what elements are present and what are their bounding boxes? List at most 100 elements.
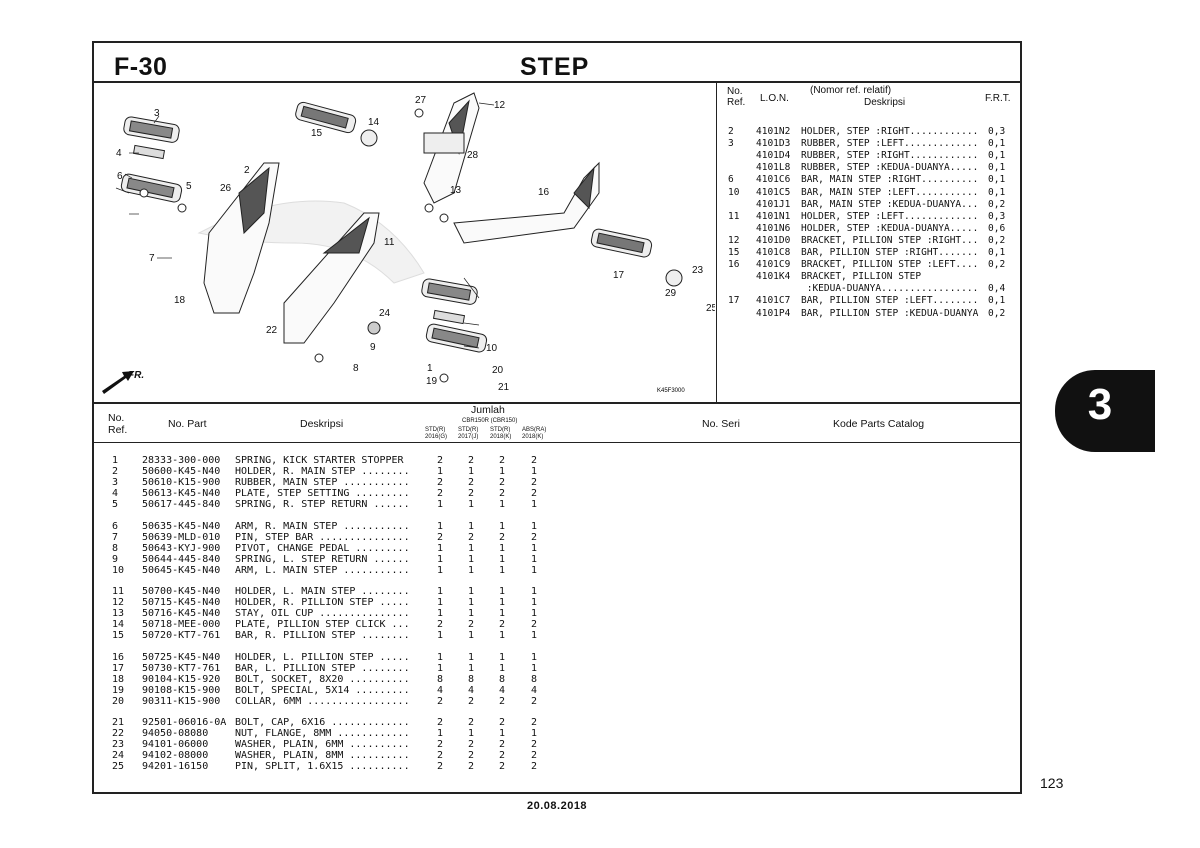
part-qty: 1 (437, 466, 444, 477)
part-qty: 1 (499, 662, 506, 674)
callout-16: 16 (538, 187, 550, 198)
lon-desc: BAR, PILLION STEP :KEDUA-DUANYA (801, 307, 979, 319)
part-qty: 2 (531, 619, 538, 630)
lon-desc: HOLDER, STEP :KEDUA-DUANYA..... (801, 222, 979, 234)
part-qty: 1 (468, 520, 475, 532)
part-qty: 2 (499, 488, 506, 499)
lon-header-lon: L.O.N. (760, 93, 789, 104)
part-qty: 1 (531, 597, 538, 608)
part-qty: 2 (531, 750, 538, 761)
callout-8: 8 (353, 363, 359, 374)
parts-header-kode: Kode Parts Catalog (833, 418, 925, 430)
callout-13: 13 (450, 185, 462, 196)
callout-23: 23 (692, 265, 704, 276)
callout-1: 1 (427, 363, 433, 374)
callout-29: 29 (665, 288, 677, 299)
callout-27: 27 (415, 95, 427, 106)
part-desc: STAY, OIL CUP ............... (235, 608, 410, 619)
lon-ref: 16 (728, 259, 740, 271)
part-qty: 2 (437, 717, 444, 728)
lon-code: 4101D3 (756, 138, 791, 150)
part-desc: WASHER, PLAIN, 8MM .......... (235, 750, 410, 761)
part-desc: PIVOT, CHANGE PEDAL ......... (235, 542, 410, 554)
lon-header-desc-top: (Nomor ref. relatif) (810, 85, 892, 96)
lon-desc: BAR, MAIN STEP :KEDUA-DUANYA... (801, 198, 979, 210)
part-ref: 19 (112, 684, 125, 696)
lon-code: 4101N2 (756, 126, 791, 137)
part-number: 50720-KT7-761 (142, 630, 221, 641)
part-ref: 14 (112, 619, 125, 630)
part-desc: SPRING, KICK STARTER STOPPER (235, 455, 404, 466)
part-qty: 1 (531, 542, 538, 554)
part-qty: 1 (531, 564, 538, 576)
parts-header-no-seri: No. Seri (702, 418, 740, 430)
lon-frt: 0,2 (988, 259, 1006, 271)
lon-code: 4101N6 (756, 222, 791, 234)
part-qty: 2 (531, 477, 538, 488)
part-qty: 2 (499, 761, 506, 772)
parts-header-col3: STD(R) 2018(K) (490, 427, 512, 440)
part-number: 50718-MEE-000 (142, 619, 221, 630)
part-qty: 4 (499, 684, 506, 696)
part-desc: HOLDER, L. PILLION STEP ..... (235, 651, 410, 663)
lon-frt: 0,6 (988, 222, 1006, 234)
part-desc: BOLT, CAP, 6X16 ............. (235, 717, 410, 728)
parts-header-jumlah: Jumlah (471, 404, 505, 416)
part-qty: 2 (531, 488, 538, 499)
part-qty: 2 (468, 488, 475, 499)
callout-21: 21 (498, 382, 510, 393)
lon-header-frt: F.R.T. (985, 93, 1011, 104)
part-qty: 1 (499, 630, 506, 641)
lon-frt: 0,1 (988, 150, 1006, 162)
part-number: 92501-06016-0A (142, 717, 227, 728)
callout-6: 6 (117, 171, 123, 182)
lon-ref: 12 (728, 234, 740, 246)
callout-26: 26 (220, 183, 232, 194)
parts-header-desc: Deskripsi (300, 418, 344, 430)
lon-frt: 0,1 (988, 162, 1006, 174)
part-qty: 1 (437, 662, 444, 674)
lon-code: 4101C9 (756, 259, 791, 271)
lon-ref: 17 (728, 295, 740, 307)
part-qty: 2 (499, 695, 506, 707)
part-ref: 13 (112, 608, 125, 619)
callout-9: 9 (370, 342, 376, 353)
part-qty: 1 (531, 586, 538, 597)
part-qty: 2 (499, 717, 506, 728)
part-qty: 1 (499, 728, 506, 739)
part-qty: 1 (468, 553, 475, 565)
header-divider (92, 81, 1022, 83)
lon-code: 4101P4 (756, 307, 791, 319)
lon-ref: 11 (728, 210, 740, 222)
part-number: 50600-K45-N40 (142, 466, 221, 477)
callout-18: 18 (174, 295, 186, 306)
part-qty: 1 (468, 662, 475, 674)
part-desc: PLATE, PILLION STEP CLICK ... (235, 619, 410, 630)
part-qty: 1 (437, 651, 444, 663)
parts-header-models: CBR150R (CBR150) (462, 418, 518, 424)
part-qty: 1 (531, 662, 538, 674)
part-qty: 1 (499, 499, 506, 510)
exploded-parts-diagram: FR. 1 2 3 4 5 6 7 8 9 10 11 12 13 14 15 … (102, 92, 715, 394)
lon-desc: HOLDER, STEP :RIGHT............ (801, 126, 979, 137)
part-ref: 20 (112, 695, 125, 707)
part-qty: 1 (531, 466, 538, 477)
parts-header-col2: STD(R) 2017(J) (458, 427, 479, 440)
callout-10: 10 (486, 343, 498, 354)
part-qty: 2 (468, 739, 475, 750)
callout-5: 5 (186, 181, 192, 192)
lon-frt: 0,2 (988, 198, 1006, 210)
callout-28: 28 (467, 150, 479, 161)
part-qty: 1 (437, 608, 444, 619)
table-top-divider (92, 402, 1022, 404)
callout-12: 12 (494, 100, 506, 111)
table-header-divider (92, 442, 1022, 443)
part-qty: 2 (468, 477, 475, 488)
page-frame (92, 41, 1022, 794)
part-qty: 1 (531, 608, 538, 619)
part-qty: 2 (437, 488, 444, 499)
part-qty: 8 (437, 673, 444, 685)
part-desc: ARM, R. MAIN STEP ........... (235, 520, 410, 532)
part-qty: 4 (468, 684, 475, 696)
part-qty: 1 (531, 553, 538, 565)
